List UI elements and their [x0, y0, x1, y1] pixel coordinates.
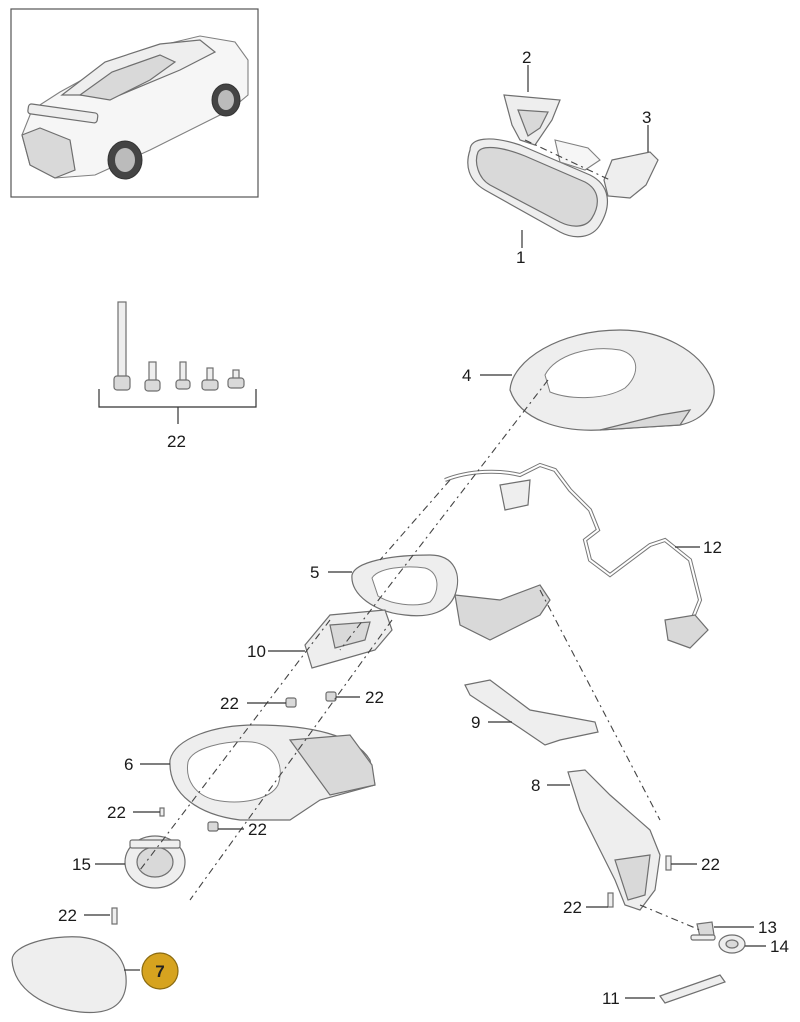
screw-set-bracket — [98, 389, 257, 424]
wiring-harness-part — [444, 462, 709, 649]
small-screws-part — [111, 691, 672, 925]
mirror-glass-part — [11, 936, 127, 1014]
mirror-mount-part — [503, 94, 601, 171]
label-part-4: 4 — [462, 366, 471, 385]
mirror-housing-part — [351, 554, 551, 641]
label-part-11: 11 — [602, 989, 620, 1008]
grommet-part — [718, 934, 746, 954]
screw-set-part — [113, 301, 245, 392]
label-part-3: 3 — [642, 108, 651, 127]
mirror-cap-part — [509, 329, 715, 431]
label-part-5: 5 — [310, 563, 319, 582]
part-number-labels: 2 3 1 22 4 12 5 10 22 22 9 6 8 22 22 15 … — [58, 48, 789, 1008]
thumbnail-frame — [10, 8, 259, 198]
car-illustration-icon — [21, 35, 249, 180]
fastener-screw-part — [690, 921, 716, 941]
label-part-22-g: 22 — [58, 906, 77, 925]
label-part-15: 15 — [72, 855, 91, 874]
label-part-8: 8 — [531, 776, 540, 795]
label-part-2: 2 — [522, 48, 531, 67]
label-part-10: 10 — [247, 642, 266, 661]
mirror-base-part — [567, 769, 661, 911]
label-part-12: 12 — [703, 538, 722, 557]
label-part-13: 13 — [758, 918, 777, 937]
label-part-22-c: 22 — [107, 803, 126, 822]
label-part-22-screwset: 22 — [167, 432, 186, 451]
label-part-14: 14 — [770, 937, 789, 956]
label-part-9: 9 — [471, 713, 480, 732]
label-part-1: 1 — [516, 248, 525, 267]
label-part-7: 7 — [155, 962, 164, 981]
adjustment-motor-part — [124, 835, 186, 889]
label-part-22-e: 22 — [701, 855, 720, 874]
label-part-6: 6 — [124, 755, 133, 774]
leader-lines — [84, 65, 766, 999]
mirror-cover-part — [603, 151, 659, 199]
assembly-lines — [139, 379, 701, 931]
cover-strip-part — [659, 974, 726, 1004]
highlight-badge-part-7[interactable]: 7 — [141, 952, 179, 990]
vehicle-overview-thumbnail — [10, 8, 259, 198]
mirror-base-housing-part — [169, 724, 376, 821]
interior-mirror-part — [467, 138, 608, 238]
label-part-22-f: 22 — [563, 898, 582, 917]
badge-circle — [141, 952, 179, 990]
label-part-22-b: 22 — [365, 688, 384, 707]
trim-strip-part — [464, 679, 599, 746]
label-part-22-a: 22 — [220, 694, 239, 713]
label-part-22-d: 22 — [248, 820, 267, 839]
